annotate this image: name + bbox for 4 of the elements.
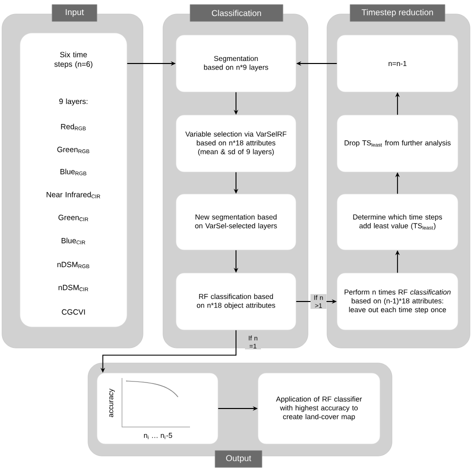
panel-heading: Input bbox=[52, 4, 98, 22]
panel-heading: Output bbox=[214, 450, 262, 468]
panel-heading: Classification bbox=[190, 4, 284, 22]
panel-heading: Timestep reduction bbox=[350, 4, 446, 22]
